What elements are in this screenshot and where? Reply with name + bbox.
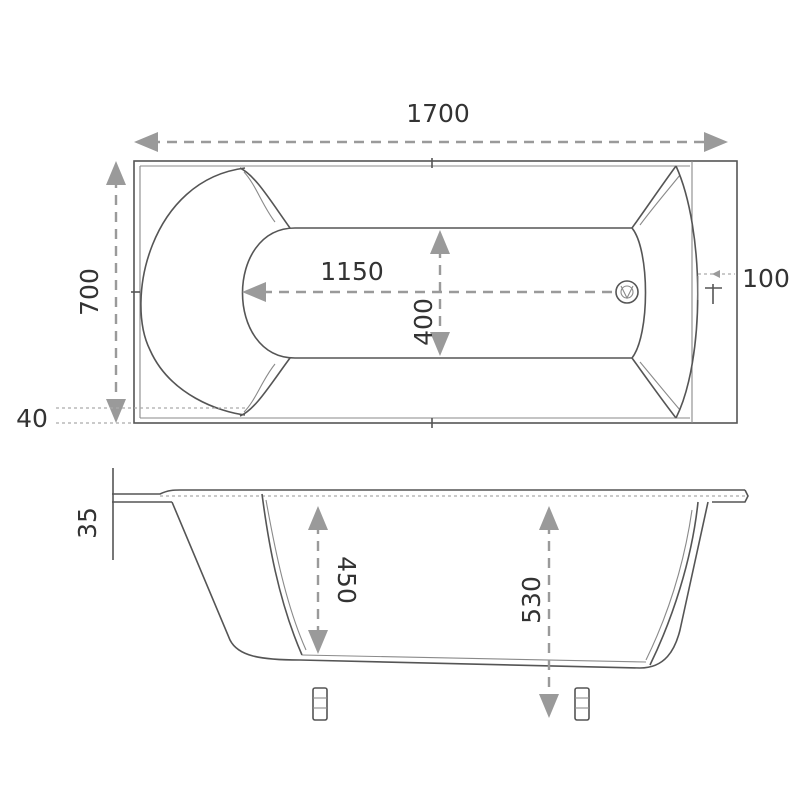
inner-wall-right [649,501,699,666]
dimension-inner-length: 1150 [242,257,612,302]
foot-left-icon [312,687,328,721]
dimension-depth-inner: 530 [517,506,559,718]
inner-wall-left [261,493,303,656]
inner-floor [301,654,647,663]
foot-end-curve [675,165,699,419]
rim-right-end [712,489,749,503]
dimension-inner-length-label: 1150 [320,257,384,286]
backrest-curve [140,167,246,416]
top-view [131,158,738,428]
backrest-shoulder-bottom-inner [243,363,276,413]
foot-right-icon [574,687,590,721]
rim-top-edge [112,489,745,495]
dimension-depth-inner-label: 530 [517,576,546,624]
dimension-width-label: 700 [75,268,104,316]
inner-wall-left-shadow [265,499,307,651]
foot-shoulder-bottom [631,357,677,419]
dimension-inner-width-label: 400 [409,298,438,346]
dimension-overflow-offset: 100 [698,264,790,293]
dimension-edge-offset-label: 40 [16,404,48,433]
side-view [112,489,749,721]
dimension-inner-width: 400 [409,230,450,356]
overflow-icon [697,276,722,304]
inner-basin-outline [241,227,647,359]
backrest-shoulder-bottom [239,357,291,417]
dimension-depth-outer-label: 450 [332,556,361,604]
inner-wall-right-shadow [645,509,693,661]
backrest-shoulder-top [239,167,291,229]
dimension-overflow-offset-label: 100 [742,264,790,293]
foot-shoulder-top [631,165,677,229]
foot-shoulder-bottom-inner [639,361,681,411]
dimension-rim-height: 35 [73,468,114,560]
dimension-length-label: 1700 [406,99,470,128]
drain-icon [615,280,639,304]
foot-shoulder-top-inner [639,174,681,226]
dimension-rim-height-label: 35 [73,507,102,539]
tub-shell-outline [171,501,709,669]
dimension-edge-offset: 40 [16,404,245,433]
dimension-width: 700 [75,161,126,423]
backrest-shoulder-top-inner [243,171,276,223]
dimension-length: 1700 [134,99,728,152]
dimension-depth-outer: 450 [308,506,361,654]
